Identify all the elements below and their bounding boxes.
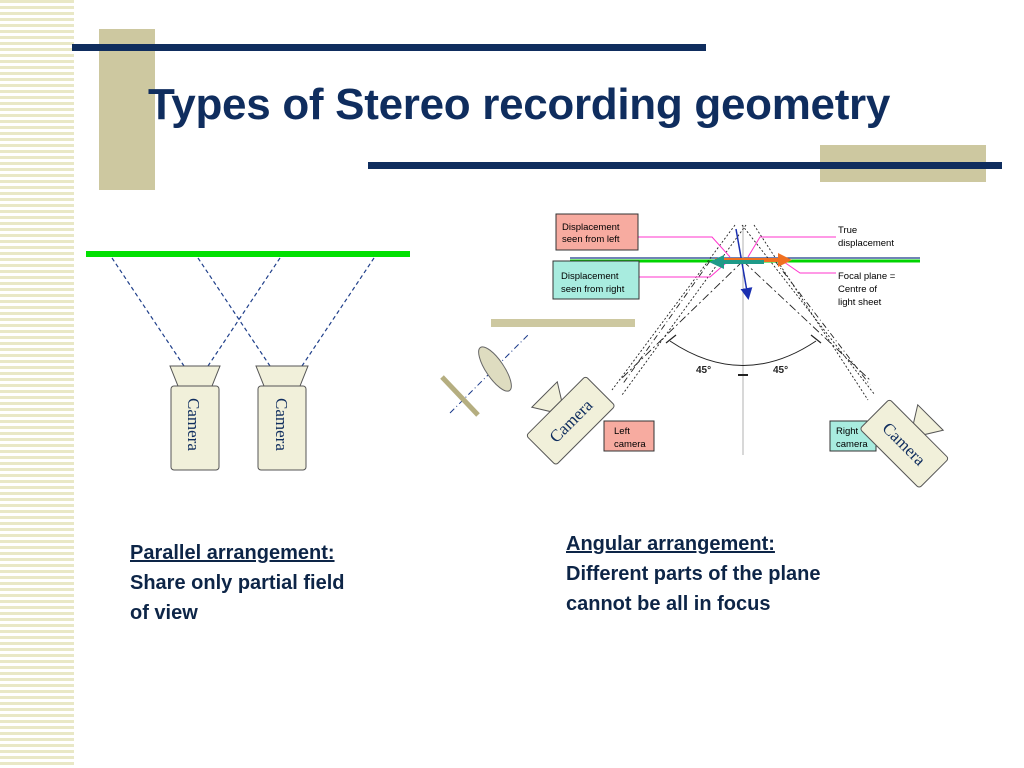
leader-true: [747, 236, 836, 258]
navy-rule-top: [72, 44, 706, 51]
angular-caption-line1: Different parts of the plane: [566, 563, 821, 585]
label-focal-2: Centre of: [838, 284, 877, 295]
angular-caption-line2: cannot be all in focus: [566, 593, 771, 615]
fov-right-inner: [301, 257, 375, 367]
arrowhead-right-view: [709, 255, 724, 269]
fov-left-inner: [207, 257, 281, 367]
label-disp-left-box: [555, 213, 639, 251]
label-disp-right-2: seen from right: [561, 284, 625, 295]
fov-right-outer: [197, 257, 271, 367]
leader-disp-right: [638, 262, 727, 278]
label-disp-right-box: [552, 260, 640, 300]
camera-right-label: Camera: [272, 398, 291, 451]
label-focal-1: Focal plane =: [838, 271, 896, 282]
lens: [478, 346, 512, 392]
leader-focal: [783, 261, 836, 274]
slide-title: Types of Stereo recording geometry: [148, 80, 891, 129]
label-disp-left-2: seen from left: [562, 234, 620, 245]
angle-right-label: 45°: [773, 365, 788, 376]
parallel-caption-line2: of view: [130, 602, 198, 624]
label-focal-3: light sheet: [838, 297, 882, 308]
right-camera-label-1: Right: [836, 426, 859, 437]
angle-arc: [669, 340, 817, 366]
sensor-plate: [440, 375, 480, 417]
navy-rule-bottom: [368, 162, 1002, 169]
label-disp-right-1: Displacement: [561, 271, 619, 282]
angular-caption: Angular arrangement: Different parts of …: [566, 529, 820, 619]
label-true-2: displacement: [838, 238, 894, 249]
arrowhead-left-view: [778, 253, 792, 267]
camera-left: [169, 365, 221, 471]
angular-caption-heading: Angular arrangement:: [566, 533, 775, 555]
right-camera-label-2: camera: [836, 439, 868, 450]
tan-bar: [491, 319, 635, 327]
angular-diagram: 45° 45° Displacement seen from left Disp…: [440, 213, 949, 488]
fov-left-outer: [111, 257, 185, 367]
parallel-caption-line1: Share only partial field: [130, 572, 345, 594]
striped-side-border: [0, 0, 74, 768]
label-disp-left-1: Displacement: [562, 222, 620, 233]
label-true-1: True: [838, 225, 857, 236]
parallel-caption: Parallel arrangement: Share only partial…: [130, 538, 345, 628]
leader-disp-left: [638, 236, 731, 258]
parallel-diagram: Camera Camera: [86, 251, 410, 471]
tan-block-top: [99, 29, 155, 190]
angle-left-label: 45°: [696, 365, 711, 376]
angular-camera-right: Camera: [860, 399, 949, 488]
left-camera-label-2: camera: [614, 439, 646, 450]
left-camera-label-1: Left: [614, 426, 630, 437]
angular-camera-left: Camera: [526, 376, 615, 465]
parallel-caption-heading: Parallel arrangement:: [130, 542, 335, 564]
camera-right: [255, 365, 309, 471]
left-camera-label-box: [603, 420, 655, 452]
camera-left-label: Camera: [184, 398, 203, 451]
ray-lines: [611, 224, 876, 401]
